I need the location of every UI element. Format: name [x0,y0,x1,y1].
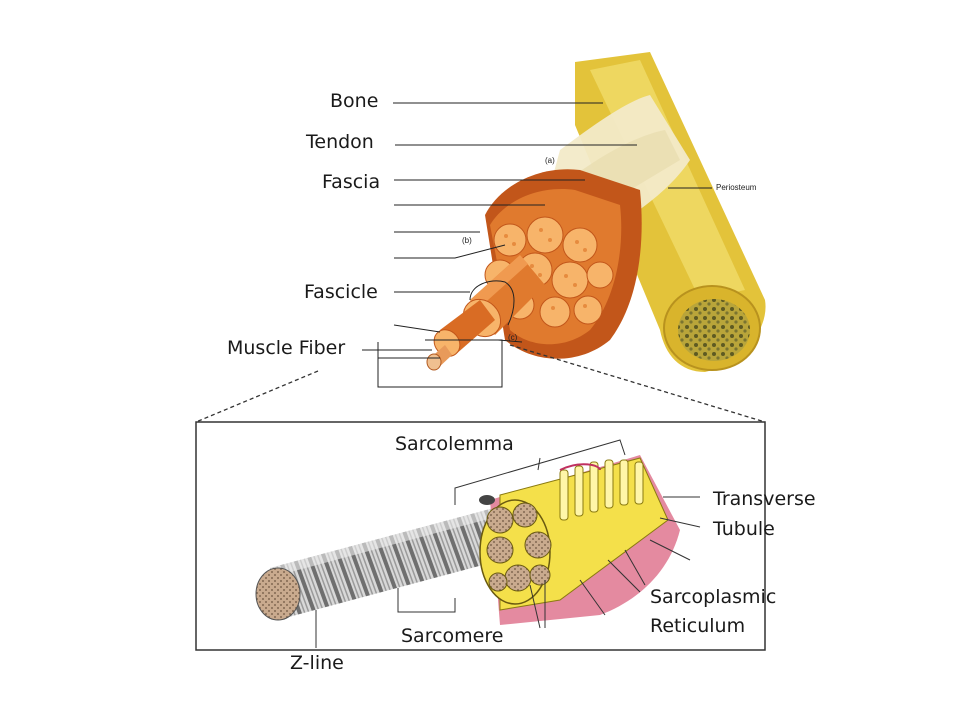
label-tubule: Tubule [713,518,775,540]
label-transverse: Transverse [713,488,816,510]
zoom-dashed-lines [195,344,766,423]
label-sarcomere: Sarcomere [401,625,504,647]
label-fascia: Fascia [322,171,381,193]
label-tendon: Tendon [306,131,374,153]
label-sarcolemma: Sarcolemma [395,433,514,455]
label-c: (c) [508,333,518,342]
fiber-section-shape [479,455,680,625]
label-fascicle: Fascicle [304,281,378,303]
top-leader-lines [362,102,712,388]
inset-leader-lines [315,439,701,648]
myofibril-shape [255,505,520,621]
label-b: (b) [462,236,472,245]
label-reticulum: Reticulum [650,615,746,637]
label-muscle-fiber: Muscle Fiber [227,337,346,359]
label-sarcoplasmic: Sarcoplasmic [650,586,777,608]
muscle-belly [484,169,642,359]
label-z-line: Z-line [290,652,344,674]
label-periosteum: Periosteum [716,183,757,192]
label-bone: Bone [330,90,379,112]
label-a: (a) [545,156,555,165]
